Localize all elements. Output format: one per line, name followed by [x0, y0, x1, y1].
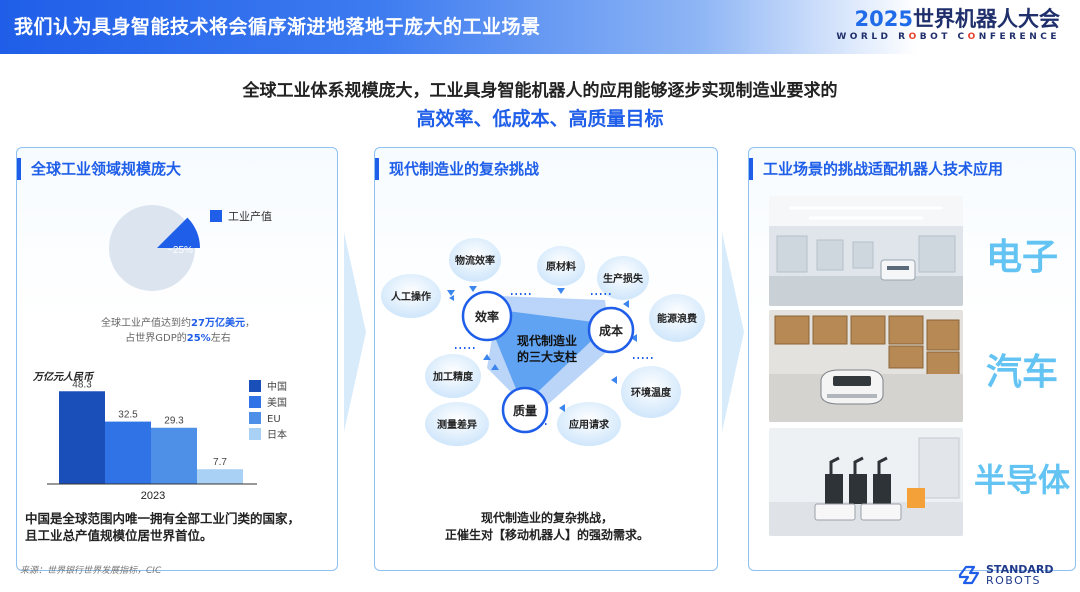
- gdp-note: 全球工业产值达到约27万亿美元， 占世界GDP的25%左右: [101, 318, 255, 344]
- pie-legend-swatch: [210, 210, 222, 222]
- wrc-logo: 2025世界机器人大会 WORLD ROBOT CONFERENCE: [836, 6, 1060, 42]
- electronics-factory-image: [769, 196, 963, 306]
- wrc-logo-sub: WORLD ROBOT CONFERENCE: [836, 32, 1060, 42]
- wrc-logo-name: 世界机器人大会: [913, 7, 1060, 31]
- bar-legend-item: 中国: [249, 380, 287, 396]
- label-automotive: 汽车: [985, 352, 1058, 393]
- bubble-logistics: 物流效率: [449, 238, 501, 282]
- pie-legend: 工业产值: [210, 208, 272, 224]
- headline-line1: 全球工业体系规模庞大，工业具身智能机器人的应用能够逐步实现制造业要求的: [242, 81, 838, 101]
- bar-legend-item: EU: [249, 412, 287, 428]
- svg-text:环境温度: 环境温度: [631, 386, 672, 399]
- label-semiconductor: 半导体: [973, 461, 1070, 499]
- pillar-cost: 成本: [587, 306, 635, 354]
- bubble-measurement: 测量差异: [425, 402, 489, 446]
- source-note: 来源：世界银行世界发展指标，CIC: [20, 566, 162, 576]
- pillars-center-label-2: 的三大支柱: [517, 349, 577, 364]
- svg-text:成本: 成本: [599, 323, 623, 338]
- svg-text:加工精度: 加工精度: [432, 370, 474, 383]
- standard-robots-logo-icon: [958, 565, 980, 585]
- svg-text:人工操作: 人工操作: [391, 290, 431, 303]
- bubble-precision: 加工精度: [425, 354, 481, 398]
- bubble-production-loss: 生产损失: [597, 256, 649, 300]
- bar-value-label: 29.3: [164, 416, 184, 427]
- pie-slice-industry-value: [157, 217, 200, 248]
- industry-pie-chart: ~25%: [109, 205, 200, 291]
- svg-text:应用请求: 应用请求: [569, 418, 610, 431]
- panel-robot-applications: 工业场景的挑战适配机器人技术应用 电子 汽车: [748, 147, 1076, 571]
- bar-2: [151, 427, 197, 484]
- standard-robots-logo-text: STANDARD ROBOTS: [986, 563, 1054, 587]
- pie-data-label: ~25%: [167, 245, 193, 256]
- bar-value-label: 7.7: [213, 457, 227, 468]
- pillars-diagram: 物流效率 原材料 生产损失 人工操作 能源浪费 加工精度 环境温度 测量差异 应…: [381, 238, 705, 446]
- svg-text:测量差异: 测量差异: [437, 418, 477, 431]
- pillars-center-label-1: 现代制造业: [517, 333, 577, 348]
- chevron-right-icon: [722, 232, 744, 432]
- bar-value-label: 48.3: [72, 379, 92, 390]
- bar-1: [105, 421, 151, 484]
- label-electronics: 电子: [985, 237, 1058, 278]
- bar-value-label: 32.5: [118, 410, 138, 421]
- wrc-logo-main: 2025世界机器人大会: [836, 6, 1060, 32]
- chevron-right-icon: [344, 232, 366, 432]
- bar-unit-label: 万亿元人民币: [33, 372, 93, 383]
- svg-text:生产损失: 生产损失: [603, 272, 644, 285]
- wrc-logo-year: 2025: [854, 7, 913, 31]
- panel-c-title: 工业场景的挑战适配机器人技术应用: [749, 158, 1003, 180]
- pillar-efficiency: 效率: [461, 290, 513, 342]
- bar-0: [59, 391, 105, 484]
- semiconductor-lab-image: [769, 428, 963, 536]
- panel-global-industry: 全球工业领域规模庞大 ~25% 工业产值 全球工业产值达到约27万亿美元， 占世…: [16, 147, 338, 571]
- panel-b-title: 现代制造业的复杂挑战: [375, 158, 539, 180]
- svg-text:原材料: 原材料: [546, 260, 576, 273]
- headline-line2: 高效率、低成本、高质量目标: [416, 108, 664, 130]
- bar-3: [197, 469, 243, 484]
- bar-legend-item: 日本: [249, 428, 287, 444]
- bar-legend-item: 美国: [249, 396, 287, 412]
- bubble-temperature: 环境温度: [621, 366, 681, 418]
- pie-legend-label: 工业产值: [228, 210, 272, 223]
- panel-b-summary: 现代制造业的复杂挑战， 正催生对【移动机器人】的强劲需求。: [444, 511, 649, 542]
- pillars-triangle: [483, 308, 609, 406]
- bubble-manual-operation: 人工操作: [381, 274, 441, 318]
- header-bar: 我们认为具身智能技术将会循序渐进地落地于庞大的工业场景 2025世界机器人大会 …: [0, 0, 1080, 54]
- panel-a-summary: 中国是全球范围内唯一拥有全部工业门类的国家， 且工业总产值规模位居世界首位。: [25, 511, 301, 543]
- panel-a-title: 全球工业领域规模庞大: [17, 158, 181, 180]
- svg-text:物流效率: 物流效率: [455, 254, 495, 267]
- svg-text:效率: 效率: [475, 309, 499, 324]
- bubble-raw-materials: 原材料: [537, 246, 585, 286]
- bar-year-label: 2023: [141, 490, 165, 502]
- page-title: 我们认为具身智能技术将会循序渐进地落地于庞大的工业场景: [14, 16, 541, 38]
- svg-text:质量: 质量: [513, 403, 537, 418]
- automotive-warehouse-image: [769, 310, 963, 422]
- industry-output-bar-chart: 48.3 32.5 29.3 7.7 2023: [47, 379, 257, 502]
- pillar-quality: 质量: [501, 386, 549, 434]
- bubble-energy-waste: 能源浪费: [649, 294, 705, 342]
- panel-manufacturing-challenges: 现代制造业的复杂挑战 物流效率 原材料 生产损失 人工操作 能源浪费 加工精度 …: [374, 147, 718, 571]
- bar-legend: 中国 美国 EU 日本: [249, 380, 287, 444]
- svg-text:能源浪费: 能源浪费: [657, 312, 697, 325]
- bubble-requests: 应用请求: [557, 402, 621, 446]
